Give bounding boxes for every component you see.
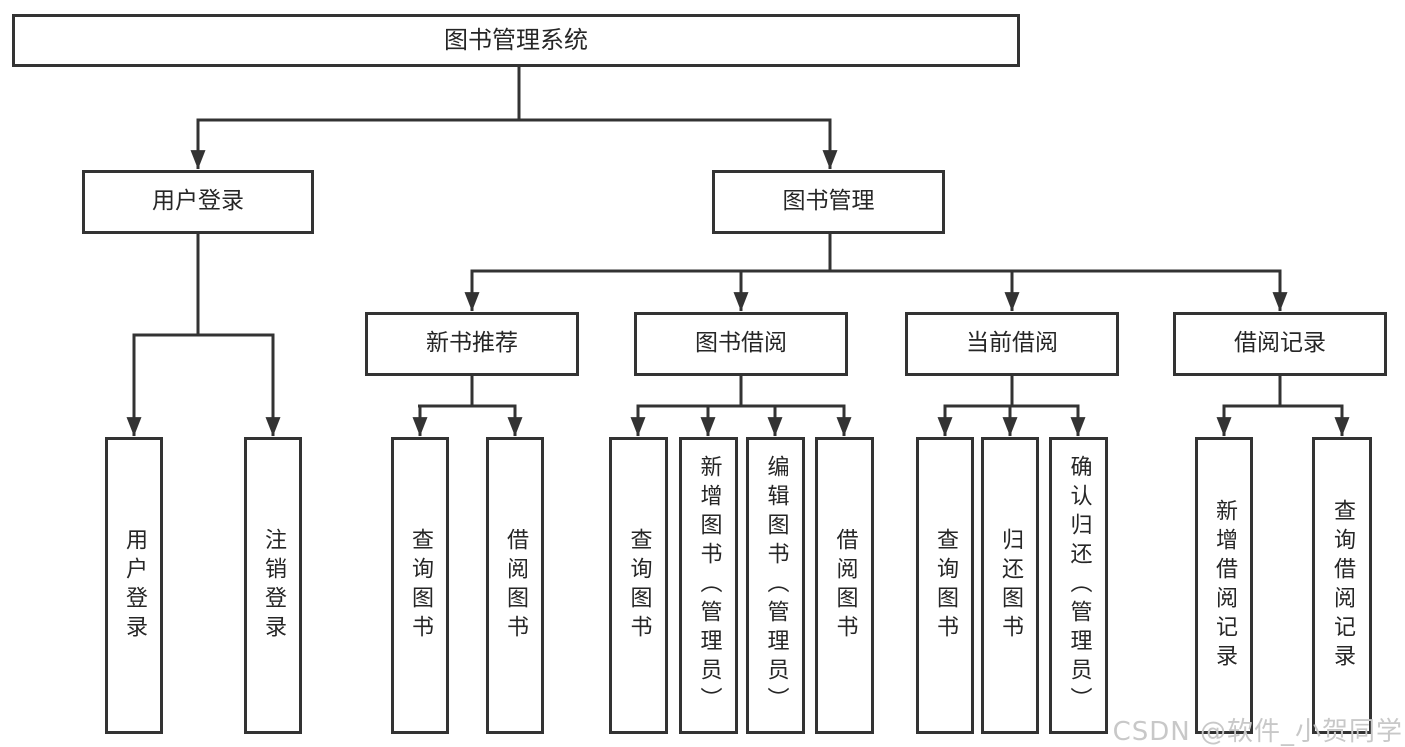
connector-root-to-level1 (190, 66, 838, 170)
connector-new-book-recommend-to-leaves (412, 374, 523, 437)
node-book-management: 图书管理 (712, 170, 945, 234)
leaf-cb-return-books: 归还图书 (981, 437, 1039, 734)
node-new-book-recommend: 新书推荐 (365, 312, 579, 376)
connector-current-borrowing-to-leaves (937, 374, 1086, 437)
watermark-text: CSDN @软件_小贺同学 (1112, 717, 1403, 747)
leaf-bb-edit-book-admin: 编辑图书（管理员） (746, 437, 805, 734)
leaf-cb-confirm-return-admin: 确认归还（管理员） (1049, 437, 1108, 734)
leaf-br-query-borrow-record: 查询借阅记录 (1312, 437, 1372, 734)
leaf-nbr-query-books: 查询图书 (391, 437, 449, 734)
connector-book-management-to-level2 (464, 232, 1288, 312)
leaf-bb-borrow-books: 借阅图书 (815, 437, 874, 734)
leaf-user-login: 用户登录 (105, 437, 163, 734)
leaf-br-add-borrow-record: 新增借阅记录 (1195, 437, 1253, 734)
node-borrowing-records: 借阅记录 (1173, 312, 1387, 376)
leaf-cb-query-books: 查询图书 (916, 437, 974, 734)
connector-book-borrowing-to-leaves (630, 374, 852, 437)
node-book-borrowing: 图书借阅 (634, 312, 848, 376)
node-library-management-system: 图书管理系统 (12, 14, 1020, 67)
leaf-bb-add-book-admin: 新增图书（管理员） (679, 437, 738, 734)
connector-borrowing-records-to-leaves (1216, 374, 1350, 437)
leaf-nbr-borrow-books: 借阅图书 (486, 437, 544, 734)
node-user-login: 用户登录 (82, 170, 314, 234)
node-current-borrowing: 当前借阅 (905, 312, 1119, 376)
leaf-bb-query-books: 查询图书 (609, 437, 668, 734)
leaf-logout-login: 注销登录 (244, 437, 302, 734)
connector-user-login-to-leaves (126, 232, 281, 437)
